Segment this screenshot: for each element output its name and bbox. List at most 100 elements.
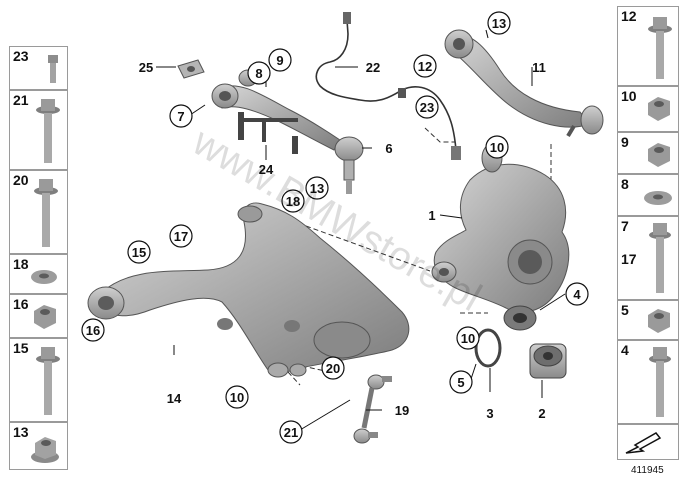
right-legend-cell-4[interactable]: 7 17 bbox=[617, 216, 679, 300]
callout-10-hub[interactable]: 10 bbox=[485, 135, 509, 159]
rubber-mount bbox=[529, 343, 567, 379]
cable-clip bbox=[398, 88, 406, 98]
legend-number: 21 bbox=[13, 92, 29, 108]
svg-text:13: 13 bbox=[310, 181, 324, 196]
svg-text:10: 10 bbox=[490, 140, 504, 155]
right-legend-cell-3[interactable]: 8 bbox=[617, 174, 679, 216]
legend-number: 15 bbox=[13, 340, 29, 356]
svg-text:21: 21 bbox=[284, 425, 298, 440]
left-legend-cell-3[interactable]: 18 bbox=[9, 254, 68, 294]
lower-control-arm bbox=[87, 202, 410, 378]
svg-text:4: 4 bbox=[573, 287, 581, 302]
left-legend-cell-5[interactable]: 15 bbox=[9, 338, 68, 422]
legend-number: 20 bbox=[13, 172, 29, 188]
svg-text:20: 20 bbox=[326, 361, 340, 376]
legend-number: 16 bbox=[13, 296, 29, 312]
flange-bolt-icon bbox=[36, 99, 60, 163]
legend-number: 8 bbox=[621, 176, 629, 192]
bolt-icon bbox=[34, 179, 58, 247]
svg-text:23: 23 bbox=[420, 100, 434, 115]
bolt-icon bbox=[649, 347, 671, 417]
callout-22[interactable]: 22 bbox=[366, 60, 380, 75]
sensor-plug bbox=[343, 12, 351, 24]
svg-text:7: 7 bbox=[177, 109, 184, 124]
legend-number-secondary: 17 bbox=[621, 251, 637, 267]
left-legend-cell-2[interactable]: 20 bbox=[9, 170, 68, 254]
svg-text:16: 16 bbox=[86, 323, 100, 338]
callout-19[interactable]: 19 bbox=[395, 403, 409, 418]
callout-6[interactable]: 6 bbox=[385, 141, 392, 156]
callout-5[interactable]: 5 bbox=[449, 370, 473, 394]
legend-number: 9 bbox=[621, 134, 629, 150]
legend-number: 12 bbox=[621, 8, 637, 24]
right-legend-cell-2[interactable]: 9 bbox=[617, 132, 679, 174]
washer-icon bbox=[31, 270, 57, 284]
view-arrow-icon bbox=[625, 432, 662, 454]
callout-20[interactable]: 20 bbox=[321, 356, 345, 380]
callout-10-b[interactable]: 10 bbox=[456, 326, 480, 350]
svg-text:17: 17 bbox=[174, 229, 188, 244]
nut-icon bbox=[648, 97, 670, 121]
callout-15[interactable]: 15 bbox=[127, 240, 151, 264]
svg-text:18: 18 bbox=[286, 194, 300, 209]
callout-4[interactable]: 4 bbox=[565, 282, 589, 306]
callout-13-top[interactable]: 13 bbox=[487, 11, 511, 35]
svg-text:13: 13 bbox=[492, 16, 506, 31]
nut-icon bbox=[648, 143, 670, 167]
svg-text:12: 12 bbox=[418, 59, 432, 74]
diagram-number: 411945 bbox=[631, 465, 664, 476]
legend-number: 23 bbox=[13, 48, 29, 64]
legend-number: 13 bbox=[13, 424, 29, 440]
collar-nut-icon bbox=[31, 437, 59, 463]
stabilizer-link bbox=[353, 374, 392, 444]
left-legend-cell-1[interactable]: 21 bbox=[9, 90, 68, 170]
bushing bbox=[503, 305, 537, 331]
nut-icon bbox=[648, 309, 670, 333]
legend-number: 7 bbox=[621, 218, 629, 234]
callout-12[interactable]: 12 bbox=[413, 54, 437, 78]
legend-number: 4 bbox=[621, 342, 629, 358]
right-legend-cell-1[interactable]: 10 bbox=[617, 86, 679, 132]
sensor-bracket bbox=[238, 112, 298, 154]
camber-arm bbox=[444, 29, 604, 138]
right-legend-cell-6[interactable]: 4 bbox=[617, 340, 679, 424]
right-legend-cell-5[interactable]: 5 bbox=[617, 300, 679, 340]
callout-17[interactable]: 17 bbox=[169, 224, 193, 248]
callout-21[interactable]: 21 bbox=[279, 420, 303, 444]
svg-text:10: 10 bbox=[230, 390, 244, 405]
screw-icon bbox=[48, 55, 58, 83]
callout-3[interactable]: 3 bbox=[486, 406, 493, 421]
callout-1[interactable]: 1 bbox=[428, 208, 435, 223]
nut-icon bbox=[34, 305, 56, 329]
callout-13-mid[interactable]: 13 bbox=[305, 176, 329, 200]
legend-number: 5 bbox=[621, 302, 629, 318]
callout-24[interactable]: 24 bbox=[259, 162, 274, 177]
svg-text:15: 15 bbox=[132, 245, 146, 260]
right-legend-cell-0[interactable]: 12 bbox=[617, 6, 679, 86]
left-legend-cell-6[interactable]: 13 bbox=[9, 422, 68, 470]
callout-11[interactable]: 11 bbox=[532, 60, 546, 75]
svg-text:5: 5 bbox=[457, 375, 464, 390]
legend-number: 18 bbox=[13, 256, 29, 272]
callout-9[interactable]: 9 bbox=[268, 48, 292, 72]
callout-16[interactable]: 16 bbox=[81, 318, 105, 342]
callout-25[interactable]: 25 bbox=[139, 60, 153, 75]
callout-14[interactable]: 14 bbox=[167, 391, 182, 406]
callout-10-a[interactable]: 10 bbox=[225, 385, 249, 409]
wheel-carrier bbox=[431, 143, 570, 313]
callout-7[interactable]: 7 bbox=[169, 104, 193, 128]
bolt-icon bbox=[649, 223, 671, 293]
callout-8[interactable]: 8 bbox=[247, 61, 271, 85]
ball-joint bbox=[334, 136, 364, 194]
left-legend-cell-0[interactable]: 23 bbox=[9, 46, 68, 90]
view-direction-box bbox=[617, 424, 679, 460]
svg-text:10: 10 bbox=[461, 331, 475, 346]
sensor-cable bbox=[315, 19, 457, 151]
callout-23[interactable]: 23 bbox=[415, 95, 439, 119]
callout-2[interactable]: 2 bbox=[538, 406, 545, 421]
callout-18[interactable]: 18 bbox=[281, 189, 305, 213]
left-legend-cell-4[interactable]: 16 bbox=[9, 294, 68, 338]
svg-text:9: 9 bbox=[276, 53, 283, 68]
